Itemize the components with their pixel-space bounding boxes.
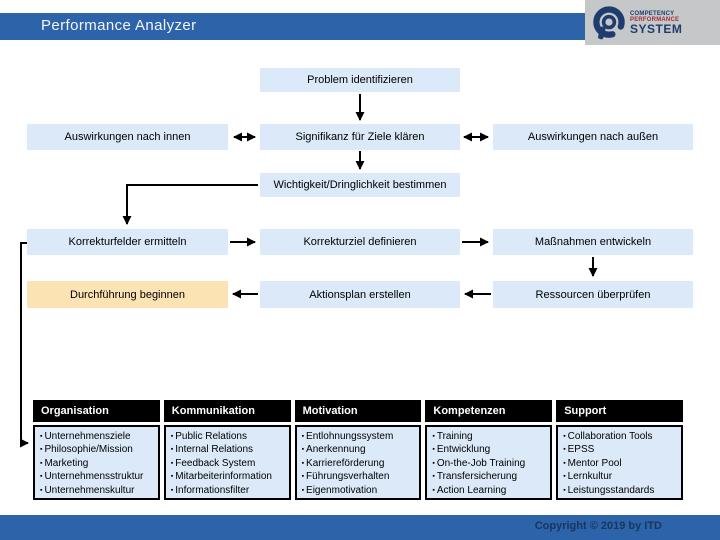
- table-column-header: Kompetenzen: [425, 400, 553, 422]
- table-column-header: Kommunikation: [163, 400, 291, 422]
- list-item: Unternehmensziele: [40, 430, 156, 443]
- list-item: Entlohnungssystem: [302, 430, 418, 443]
- flow-box-massnahmen: Maßnahmen entwickeln: [493, 229, 693, 255]
- table-column-header: Motivation: [294, 400, 422, 422]
- table-column-support: Support Collaboration Tools EPSS Mentor …: [556, 400, 683, 500]
- list-item: Anerkennung: [302, 443, 418, 456]
- success-factors-table: Organisation Unternehmensziele Philosoph…: [33, 400, 683, 500]
- list-item: Informationsfilter: [171, 484, 287, 497]
- table-column-body: Entlohnungssystem Anerkennung Karrierefö…: [294, 425, 422, 500]
- list-item: Mentor Pool: [563, 457, 679, 470]
- flow-box-auswirkungen-aussen: Auswirkungen nach außen: [493, 124, 693, 150]
- list-item: Unternehmensstruktur: [40, 470, 156, 483]
- list-item: Transfersicherung: [432, 470, 548, 483]
- copyright-text: Copyright © 2019 by ITD: [534, 520, 662, 532]
- list-item: Mitarbeiterinformation: [171, 470, 287, 483]
- flow-box-korrekturfelder: Korrekturfelder ermitteln: [27, 229, 228, 255]
- logo-line-performance: PERFORMANCE: [630, 16, 680, 23]
- arrow-korrekturfelder-to-table: [20, 242, 29, 448]
- list-item: Marketing: [40, 457, 156, 470]
- list-item: Action Learning: [432, 484, 548, 497]
- list-item: Unternehmenskultur: [40, 484, 156, 497]
- page-title: Performance Analyzer: [41, 17, 197, 34]
- list-item: Leistungsstandards: [563, 484, 679, 497]
- list-item: Philosophie/Mission: [40, 443, 156, 456]
- table-column-body: Unternehmensziele Philosophie/Mission Ma…: [33, 425, 160, 500]
- list-item: Collaboration Tools: [563, 430, 679, 443]
- table-column-body: Collaboration Tools EPSS Mentor Pool Ler…: [556, 425, 683, 500]
- flow-box-signifikanz: Signifikanz für Ziele klären: [260, 124, 460, 150]
- logo-line-system: SYSTEM: [630, 21, 683, 36]
- table-column-kompetenzen: Kompetenzen Training Entwicklung On-the-…: [425, 400, 553, 500]
- flow-box-auswirkungen-innen: Auswirkungen nach innen: [27, 124, 228, 150]
- list-item: Public Relations: [171, 430, 287, 443]
- list-item: Eigenmotivation: [302, 484, 418, 497]
- table-column-organisation: Organisation Unternehmensziele Philosoph…: [33, 400, 160, 500]
- flow-box-wichtigkeit: Wichtigkeit/Dringlichkeit bestimmen: [260, 173, 460, 197]
- flow-box-aktionsplan: Aktionsplan erstellen: [260, 281, 460, 308]
- flow-box-ressourcen: Ressourcen überprüfen: [493, 281, 693, 308]
- list-item: Feedback System: [171, 457, 287, 470]
- list-item: Training: [432, 430, 548, 443]
- table-column-kommunikation: Kommunikation Public Relations Internal …: [163, 400, 291, 500]
- list-item: Lernkultur: [563, 470, 679, 483]
- logo-line-competency: COMPETENCY: [630, 10, 675, 17]
- table-column-header: Support: [556, 400, 683, 422]
- cps-logo-text: COMPETENCY PERFORMANCE SYSTEM: [630, 11, 682, 35]
- cps-logo-icon: [593, 5, 625, 39]
- flow-box-problem-identifizieren: Problem identifizieren: [260, 68, 460, 92]
- list-item: Entwicklung: [432, 443, 548, 456]
- arrow-wichtigkeit-to-korrekturfelder: [122, 184, 258, 225]
- table-column-header: Organisation: [33, 400, 160, 422]
- list-item: Führungsverhalten: [302, 470, 418, 483]
- flow-box-durchfuehrung: Durchführung beginnen: [27, 281, 228, 308]
- cps-logo: COMPETENCY PERFORMANCE SYSTEM: [585, 0, 720, 45]
- list-item: Internal Relations: [171, 443, 287, 456]
- list-item: Karriereförderung: [302, 457, 418, 470]
- table-column-motivation: Motivation Entlohnungssystem Anerkennung…: [294, 400, 422, 500]
- table-column-body: Public Relations Internal Relations Feed…: [163, 425, 291, 500]
- flow-box-korrekturziel: Korrekturziel definieren: [260, 229, 460, 255]
- footer-bar: Copyright © 2019 by ITD: [0, 515, 720, 540]
- table-column-body: Training Entwicklung On-the-Job Training…: [425, 425, 553, 500]
- list-item: On-the-Job Training: [432, 457, 548, 470]
- list-item: EPSS: [563, 443, 679, 456]
